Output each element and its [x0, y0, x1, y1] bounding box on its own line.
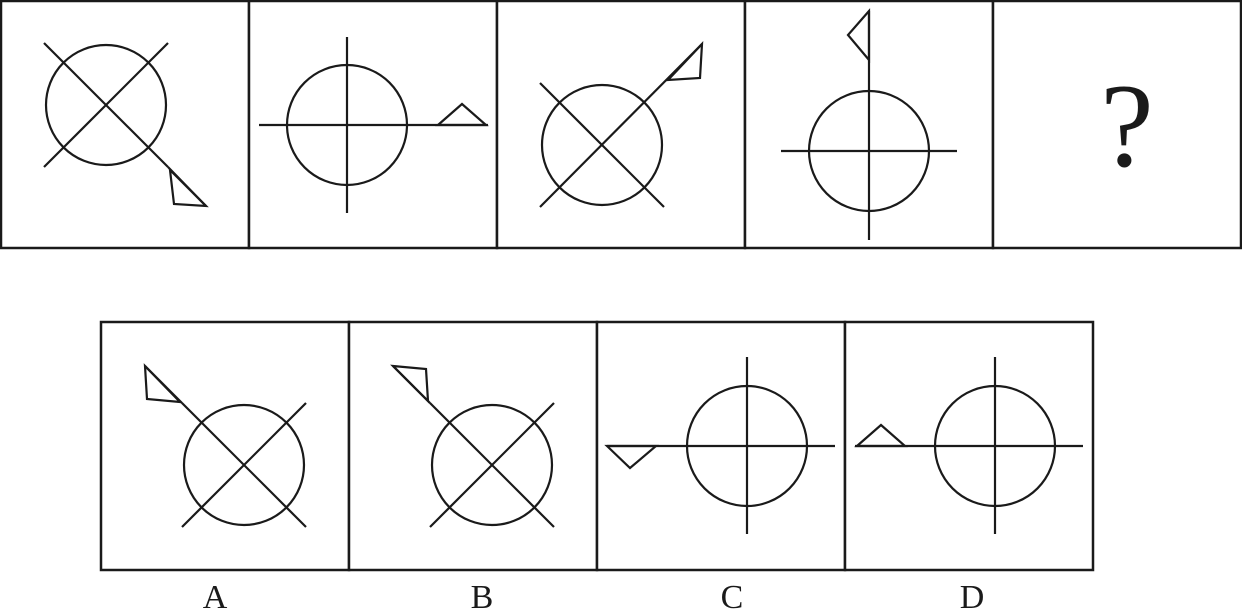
sequence-panel-4	[743, 0, 995, 250]
circle-shape	[540, 83, 664, 207]
triangle-flag	[846, 8, 871, 64]
triangle-flag	[168, 166, 209, 208]
circle-shape	[430, 403, 554, 527]
option-d[interactable]: D	[843, 320, 1095, 611]
cross-line	[181, 402, 307, 528]
sequence-panel-2	[247, 0, 499, 250]
triangle-flag	[435, 102, 489, 127]
option-label-c: C	[721, 579, 744, 611]
circle-shape	[44, 43, 168, 167]
option-b[interactable]: B	[347, 320, 599, 611]
question-mark: ?	[1100, 59, 1153, 192]
circle-shape	[182, 403, 306, 527]
option-label-a: A	[203, 579, 228, 611]
triangle-flag	[665, 41, 704, 82]
triangle-flag	[854, 423, 908, 448]
cross-line	[429, 402, 555, 528]
option-a[interactable]: A	[99, 320, 351, 611]
sequence-panel-unknown: ?	[991, 0, 1242, 250]
sequence-row: ?	[0, 0, 1242, 250]
options-row: A B C D	[99, 320, 1095, 611]
option-c[interactable]: C	[595, 320, 847, 611]
sequence-panel-1	[0, 0, 251, 250]
cross-line	[43, 42, 169, 168]
option-label-d: D	[960, 579, 985, 611]
triangle-flag	[143, 363, 183, 404]
triangle-flag	[390, 364, 430, 404]
option-label-b: B	[471, 579, 494, 611]
triangle-flag	[604, 444, 660, 470]
sequence-panel-3	[495, 0, 747, 250]
